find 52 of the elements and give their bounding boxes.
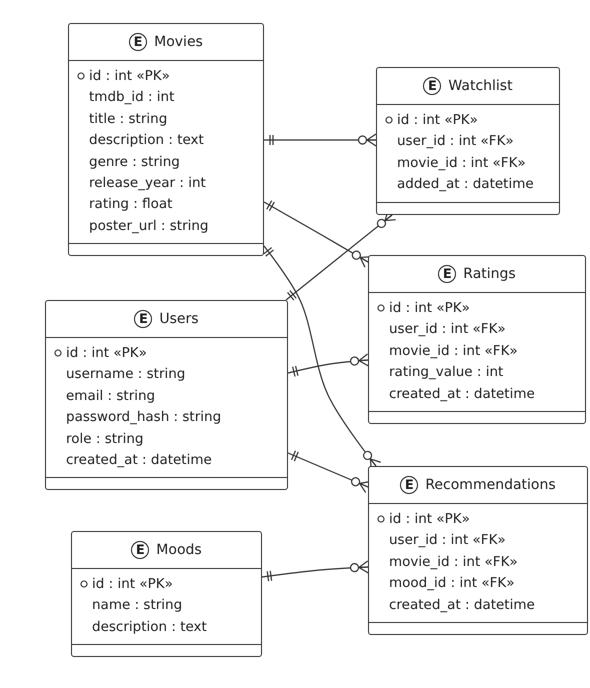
entity-marker: E [131, 541, 150, 559]
attribute: rating_value : int [388, 363, 504, 382]
attribute: genre : string [88, 152, 181, 172]
entity-box [68, 23, 264, 256]
attribute: description : text [88, 131, 205, 150]
entity-name: Recommendations [425, 477, 556, 493]
attribute: poster_url : string [88, 216, 210, 236]
attribute: id : int «PK» [389, 300, 470, 316]
attribute: username : string [65, 365, 186, 384]
entity-box [45, 300, 288, 490]
attribute: id : int «PK» [89, 68, 170, 84]
entity-marker: E [438, 265, 456, 283]
entity-box [368, 255, 586, 424]
attribute: user_id : int «FK» [396, 132, 515, 152]
attribute: created_at : datetime [388, 596, 536, 615]
entity-name: Moods [156, 542, 202, 558]
attribute: title : string [88, 110, 168, 129]
attribute: password_hash : string [65, 408, 222, 428]
entity-box [376, 67, 560, 215]
attribute: description : text [91, 618, 208, 637]
entity-name: Movies [154, 34, 203, 50]
attribute: created_at : datetime [388, 384, 536, 404]
attribute: movie_id : int «FK» [396, 154, 527, 173]
entity-name: Watchlist [448, 78, 513, 94]
entity-marker: E [400, 476, 418, 494]
relationship-line [264, 133, 377, 147]
attribute: role : string [65, 430, 144, 449]
attribute: movie_id : int «FK» [388, 552, 519, 572]
attribute: user_id : int «FK» [388, 531, 507, 550]
relationship-line [262, 560, 369, 582]
entity-box [71, 531, 262, 658]
attribute: rating : float [88, 195, 174, 214]
entity-marker: E [423, 77, 442, 95]
attribute: id : int «PK» [389, 511, 470, 527]
attribute: name : string [91, 596, 184, 616]
entity-name: Users [159, 311, 199, 327]
attribute: created_at : datetime [65, 451, 213, 470]
attribute: id : int «PK» [92, 576, 173, 592]
attribute: email : string [65, 386, 156, 406]
entity-marker: E [129, 33, 148, 51]
relationship-line [288, 353, 370, 377]
attribute: id : int «PK» [66, 345, 147, 361]
entity-marker: E [134, 310, 152, 328]
entity-box [368, 466, 588, 636]
attribute: tmdb_id : int [88, 88, 176, 108]
entity-name: Ratings [463, 266, 516, 282]
attribute: mood_id : int «FK» [388, 574, 516, 594]
attribute: release_year : int [88, 174, 207, 194]
attribute: user_id : int «FK» [388, 320, 507, 340]
attribute: added_at : datetime [396, 175, 535, 194]
attribute: movie_id : int «FK» [388, 342, 519, 361]
attribute: id : int «PK» [397, 112, 478, 128]
